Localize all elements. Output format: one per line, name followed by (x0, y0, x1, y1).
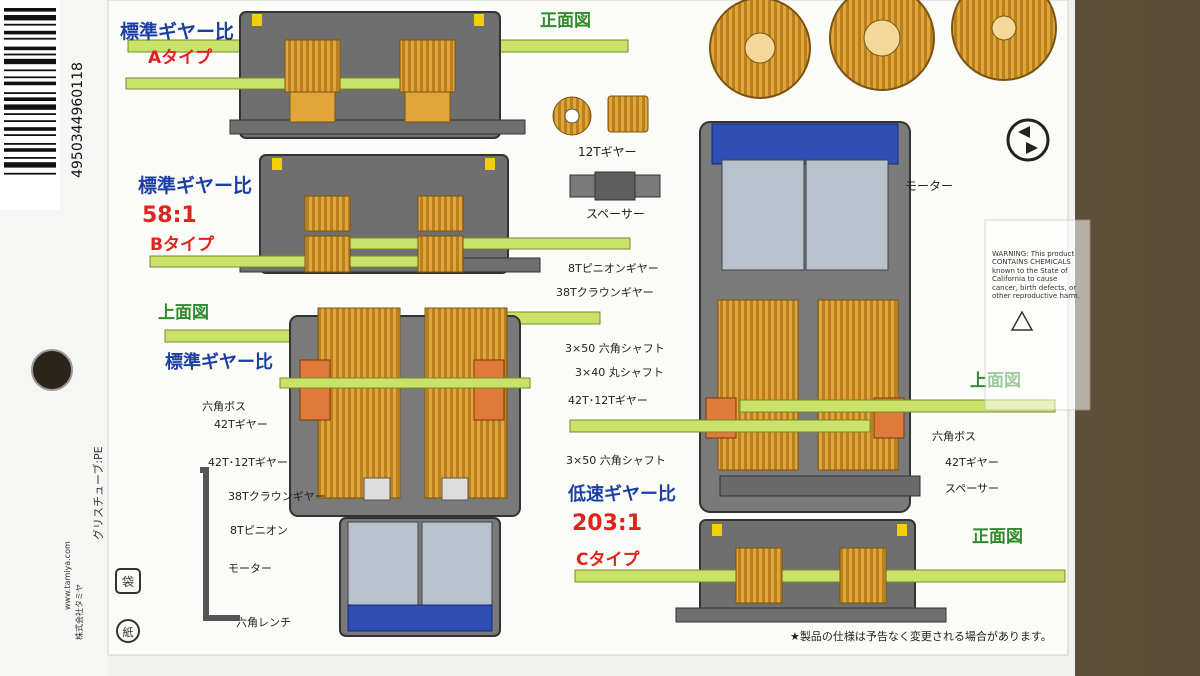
left-top-view-heading: 標準ギヤー比 (165, 351, 273, 373)
side-info: グリスチューブ:PE www.tamiya.com 株式会社タミヤ 紙 袋 (63, 446, 141, 643)
b-ratio: 58:1 (142, 203, 197, 228)
right-label-spacer: スペーサー (945, 482, 999, 495)
barcode-bar (4, 120, 56, 122)
barcode-bar (4, 15, 56, 21)
barcode-bar (4, 92, 56, 94)
label-spacer-part: スペーサー (586, 207, 645, 221)
barcode-digits: 4950344960118 (70, 62, 86, 178)
barcode-bar (4, 53, 56, 56)
barcode-bar (4, 23, 56, 26)
barcode-bar (4, 97, 56, 101)
bag-mark-text: 袋 (122, 575, 134, 589)
barcode-bar (4, 69, 56, 72)
barcode-bar (4, 148, 56, 152)
left-top-view-title: 上面図 (158, 303, 209, 323)
recycle-symbol (1006, 118, 1050, 162)
left-motor-2 (421, 521, 493, 611)
gearbox-right-top-view (569, 121, 1056, 513)
left-label-42t: 42Tギヤー (214, 418, 268, 431)
c-ratio: 203:1 (572, 511, 642, 536)
side-web-text: www.tamiya.com (63, 541, 72, 610)
barcode-bar (4, 46, 56, 51)
hang-hole (31, 349, 73, 391)
front-view-top-label: 正面図 (540, 11, 591, 31)
barcode-bar (4, 134, 56, 136)
barcode-bar (4, 127, 56, 131)
warning-sticker: WARNING: This product CONTAINS CHEMICALS… (984, 219, 1091, 411)
center-label-8t: 8Tピニオンギヤー (568, 262, 659, 275)
barcode-bar (4, 81, 56, 86)
barcode-bar (4, 76, 56, 79)
barcode-bar (4, 113, 56, 115)
gearbox-left-top-view (164, 307, 601, 637)
barcode-bar (4, 162, 56, 168)
right-label-hex-boss: 六角ボス (932, 430, 976, 443)
barcode-bar (4, 8, 56, 12)
warning-text: WARNING: This product CONTAINS CHEMICALS… (992, 250, 1080, 300)
front-view-bottom-label: 正面図 (972, 527, 1023, 547)
right-motor-1 (721, 159, 805, 271)
footnote: ★製品の仕様は予告なく変更される場合があります。 (790, 629, 1052, 643)
right-motor-2 (805, 159, 889, 271)
gearbox-c-front-view (574, 519, 1066, 623)
barcode-bar (4, 37, 56, 40)
hex-wrench (200, 467, 240, 621)
gear-12t-part (607, 95, 649, 133)
b-heading: 標準ギヤー比 (138, 174, 252, 197)
left-label-wrench: 六角レンチ (236, 616, 291, 629)
gearbox-b-front-view (149, 154, 631, 274)
b-type-label: Bタイプ (150, 234, 215, 255)
barcode-bar (4, 58, 56, 65)
side-company-text: 株式会社タミヤ (74, 584, 84, 640)
center-label-38t: 38Tクラウンギヤー (556, 286, 654, 299)
a-heading: 標準ギヤー比 (120, 20, 234, 43)
center-label-hex-shaft-b: 3×50 六角シャフト (566, 454, 666, 467)
c-heading: 低速ギヤー比 (567, 483, 676, 505)
center-label-round-shaft: 3×40 丸シャフト (575, 366, 664, 379)
recycle-bag-mark (115, 568, 141, 594)
recycle-paper-mark (116, 619, 140, 643)
c-type-label: Cタイプ (576, 549, 640, 570)
barcode-bar (4, 104, 56, 110)
center-label-42t-12t: 42T･12Tギヤー (568, 394, 648, 407)
left-motor-1 (347, 521, 419, 611)
motor-label: モーター (905, 179, 953, 193)
parts-group (552, 0, 1057, 201)
gearbox-a-front-view (125, 11, 629, 139)
side-grease-text: グリスチューブ:PE (91, 446, 105, 540)
barcode: 4950344960118 (0, 0, 86, 210)
left-label-motor: モーター (228, 562, 272, 575)
paper-mark-text: 紙 (123, 625, 134, 639)
a-type-label: Aタイプ (148, 47, 213, 68)
barcode-bar (4, 172, 56, 175)
barcode-bar (4, 30, 56, 35)
left-label-42t-12t: 42T･12Tギヤー (208, 456, 288, 469)
barcode-bar (4, 143, 56, 145)
left-label-hex-boss: 六角ボス (202, 400, 246, 413)
label-12t-gear: 12Tギヤー (578, 145, 637, 159)
left-label-38t: 38Tクラウンギヤー (228, 490, 326, 503)
left-label-8t: 8Tピニオン (230, 524, 288, 537)
right-label-42t: 42Tギヤー (945, 456, 999, 469)
barcode-bar (4, 157, 56, 159)
center-label-hex-shaft: 3×50 六角シャフト (565, 342, 665, 355)
